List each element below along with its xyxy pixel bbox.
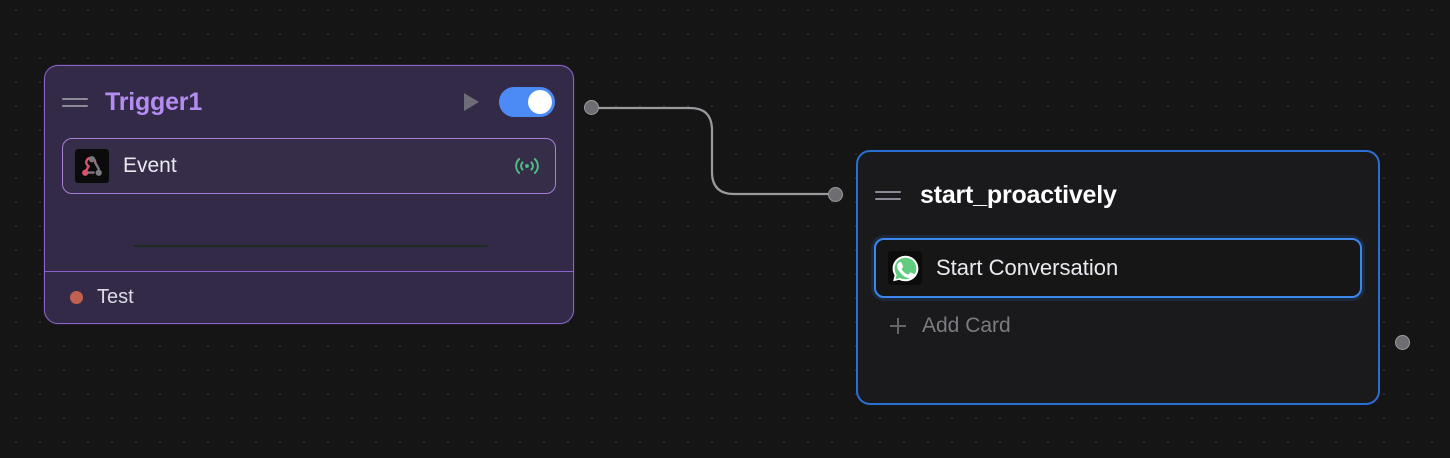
enable-toggle[interactable] <box>499 87 555 117</box>
card-label-event: Event <box>123 154 177 177</box>
webhook-icon <box>75 149 109 183</box>
drag-handle-line <box>62 104 88 107</box>
flow-output-handle[interactable] <box>1395 335 1410 350</box>
trigger-body: Trigger1 <box>45 66 573 272</box>
edge-trigger-to-flow[interactable] <box>589 106 837 196</box>
node-title-flow: start_proactively <box>920 180 1117 209</box>
drag-handle-icon[interactable] <box>62 94 88 110</box>
status-dot <box>70 291 83 304</box>
toggle-knob <box>528 90 552 114</box>
add-card-label: Add Card <box>922 314 1011 337</box>
broadcast-glyph <box>515 158 539 174</box>
drag-handle-line <box>875 197 901 200</box>
card-start-conversation[interactable]: Start Conversation <box>874 238 1362 298</box>
card-event[interactable]: Event <box>62 138 556 194</box>
whatsapp-icon <box>888 251 922 285</box>
drag-handle-icon[interactable] <box>875 187 901 203</box>
status-label: Test <box>97 286 134 308</box>
drag-handle-line <box>62 97 88 100</box>
card-label-start-conversation: Start Conversation <box>936 255 1119 280</box>
broadcast-icon <box>513 154 541 178</box>
flow-header: start_proactively <box>858 152 1378 238</box>
flow-input-handle[interactable] <box>828 187 843 202</box>
card-drop-placeholder <box>134 245 488 247</box>
trigger-header: Trigger1 <box>45 66 573 138</box>
add-card-button[interactable]: Add Card <box>858 298 1378 354</box>
node-title-trigger: Trigger1 <box>105 87 203 116</box>
plus-icon <box>890 318 906 334</box>
trigger-footer[interactable]: Test <box>45 272 573 323</box>
drag-handle-line <box>875 190 901 193</box>
trigger-output-handle[interactable] <box>584 100 599 115</box>
whatsapp-glyph <box>892 255 918 281</box>
node-trigger1[interactable]: Trigger1 <box>44 65 574 324</box>
play-icon[interactable] <box>464 93 479 111</box>
webhook-glyph <box>82 156 102 176</box>
node-start-proactively[interactable]: start_proactively Start Conversation Add… <box>856 150 1380 405</box>
